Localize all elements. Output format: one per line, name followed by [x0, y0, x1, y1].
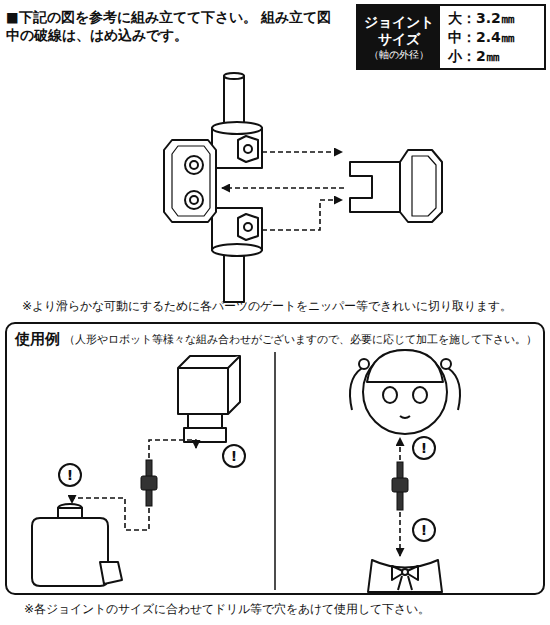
callout-mark: !: [414, 438, 434, 458]
panel-note: （人形やロボット等様々な組み合わせがございますので、必要に応じて加工を施して下さ…: [64, 332, 537, 347]
callout-mark: !: [224, 446, 244, 466]
size-subheading: （軸の外径）: [369, 48, 429, 61]
drill-note: ※各ジョイントのサイズに合わせてドリル等で穴をあけて使用して下さい。: [24, 601, 430, 617]
size-value: 大：3.2㎜: [448, 9, 544, 28]
size-header: ジョイント サイズ（軸の外径）: [358, 6, 440, 68]
size-table: ジョイント サイズ（軸の外径）大：3.2㎜中：2.4㎜小：2㎜: [356, 4, 546, 70]
callout-mark: !: [414, 520, 434, 540]
instruction-title: ■下記の図を参考に組み立てて下さい。 組み立て図中の破線は、はめ込みです。: [6, 8, 336, 44]
size-value: 中：2.4㎜: [448, 28, 544, 47]
usage-panel: 使用例 （人形やロボット等様々な組み合わせがございますので、必要に応じて加工を施し…: [5, 322, 545, 595]
size-list: 大：3.2㎜中：2.4㎜小：2㎜: [440, 6, 544, 68]
panel-heading: 使用例: [15, 329, 60, 349]
size-value: 小：2㎜: [448, 47, 544, 66]
size-heading: ジョイント サイズ: [364, 14, 434, 48]
gate-note: ※より滑らかな可動にするために各パーツのゲートをニッパー等できれいに切り取ります…: [22, 298, 512, 314]
callout-mark: !: [60, 465, 80, 485]
